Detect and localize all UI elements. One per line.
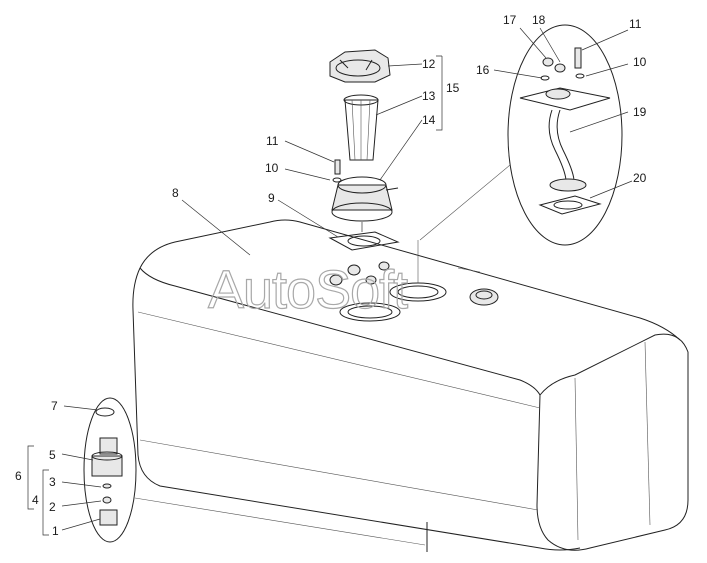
fuel-tank-body (132, 219, 689, 552)
label-17: 17 (503, 13, 517, 27)
label-16: 16 (476, 63, 490, 77)
label-7: 7 (51, 399, 58, 413)
label-1: 1 (52, 524, 59, 538)
label-3: 3 (49, 475, 56, 489)
label-8: 8 (172, 186, 179, 200)
label-14: 14 (422, 113, 436, 127)
label-2: 2 (49, 500, 56, 514)
label-10-left: 10 (265, 161, 279, 175)
fuel-level-sensor-detail (419, 24, 623, 246)
part-labels: 7 5 6 3 4 2 1 8 9 10 11 12 13 14 15 16 1… (15, 13, 647, 538)
label-11-right: 11 (629, 17, 642, 31)
tank-openings (329, 240, 499, 322)
drain-sender-detail (27, 397, 137, 543)
label-6: 6 (15, 469, 22, 483)
leader-lines (61, 27, 633, 531)
label-11-left: 11 (266, 134, 279, 148)
watermark-text: AutoSoft (208, 260, 408, 320)
label-9: 9 (268, 191, 275, 205)
filler-neck-assembly (328, 49, 400, 251)
label-20: 20 (633, 171, 647, 185)
label-5: 5 (49, 448, 56, 462)
label-19: 19 (633, 105, 647, 119)
label-18: 18 (532, 13, 546, 27)
label-13: 13 (422, 89, 436, 103)
label-10-right: 10 (633, 55, 647, 69)
label-15: 15 (446, 81, 460, 95)
label-4: 4 (32, 493, 39, 507)
label-12: 12 (422, 57, 436, 71)
